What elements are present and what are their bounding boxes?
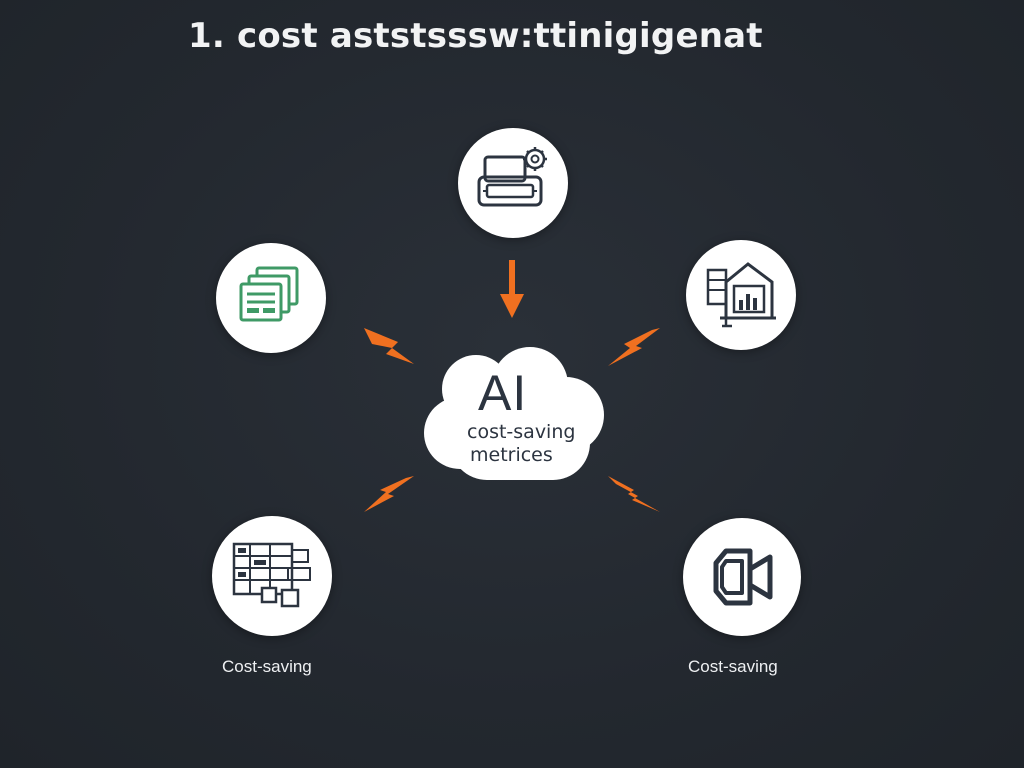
arrow-lower-left bbox=[364, 476, 414, 512]
arrow-top bbox=[500, 260, 524, 318]
node-bottom-left bbox=[212, 516, 332, 636]
dashboard-grid-icon bbox=[232, 542, 311, 608]
center-line-2: metrices bbox=[470, 444, 553, 466]
documents-icon bbox=[239, 266, 299, 322]
page-title: 1. cost aststsssw:ttinigigenat bbox=[188, 16, 763, 56]
node-right bbox=[686, 240, 796, 350]
caption-bottom-right: Cost-saving bbox=[688, 657, 778, 676]
cloud-shape bbox=[424, 347, 604, 480]
building-chart-icon bbox=[706, 262, 776, 328]
printer-gear-icon bbox=[477, 147, 547, 207]
arrow-upper-left bbox=[364, 328, 414, 364]
caption-bottom-left: Cost-saving bbox=[222, 657, 312, 676]
node-left bbox=[216, 243, 326, 353]
node-bottom-right bbox=[683, 518, 801, 636]
video-camera-icon bbox=[713, 548, 773, 606]
center-line-1: cost-saving bbox=[467, 421, 576, 443]
node-top bbox=[458, 128, 568, 238]
center-heading: AI bbox=[478, 365, 528, 421]
